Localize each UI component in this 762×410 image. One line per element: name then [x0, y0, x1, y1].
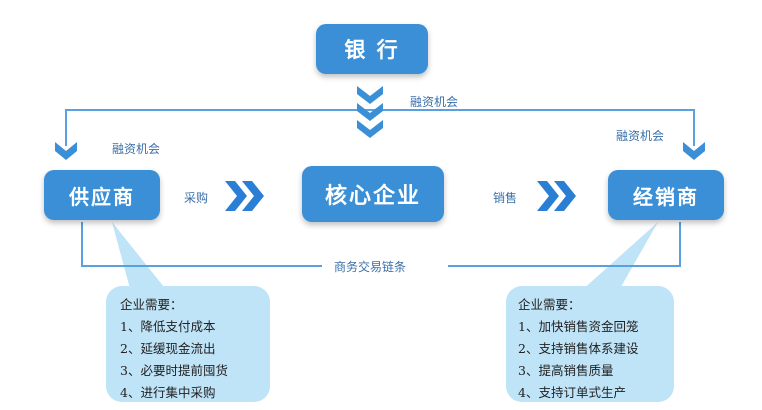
list-item: 2、延缓现金流出	[120, 341, 216, 356]
right-chevrons-purchase-icon	[225, 181, 264, 211]
purchase-label: 采购	[184, 191, 209, 205]
finance-label-center: 融资机会	[410, 95, 459, 109]
supplier-needs-bubble	[106, 286, 270, 402]
sales-label: 销售	[493, 191, 518, 205]
bank-node: 银 行	[316, 24, 428, 74]
list-item: 3、必要时提前囤货	[120, 363, 228, 378]
bank-label: 银 行	[344, 38, 400, 62]
trade-chain-line-right	[448, 222, 681, 267]
list-item: 1、加快销售资金回笼	[518, 319, 639, 334]
trade-chain-label: 商务交易链条	[334, 260, 407, 274]
supplier-needs-text: 企业需要： 1、降低支付成本 2、延缓现金流出 3、必要时提前囤货 4、进行集中…	[120, 294, 270, 404]
right-chevrons-sales-icon	[537, 181, 576, 211]
list-item: 3、提高销售质量	[518, 363, 614, 378]
dealer-needs-title: 企业需要：	[518, 297, 581, 312]
down-chevron-right-icon	[683, 142, 705, 160]
finance-label-left: 融资机会	[112, 142, 161, 156]
list-item: 4、进行集中采购	[120, 385, 216, 400]
down-chevron-left-icon	[55, 142, 77, 160]
finance-label-right: 融资机会	[616, 129, 665, 143]
dealer-node: 经销商	[608, 170, 724, 220]
supplier-label: 供应商	[69, 184, 135, 209]
dealer-needs-text: 企业需要： 1、加快销售资金回笼 2、支持销售体系建设 3、提高销售质量 4、支…	[518, 294, 674, 404]
dealer-label: 经销商	[633, 184, 699, 209]
dealer-needs-bubble	[506, 286, 674, 402]
core-enterprise-node: 核心企业	[302, 166, 444, 222]
right-bubble-tail	[580, 222, 658, 292]
left-bubble-tail	[112, 222, 168, 296]
supplier-node: 供应商	[44, 170, 160, 220]
core-enterprise-label: 核心企业	[324, 184, 421, 209]
trade-chain-line-left	[81, 222, 322, 267]
supplier-needs-title: 企业需要：	[120, 297, 183, 312]
list-item: 4、支持订单式生产	[518, 385, 626, 400]
list-item: 2、支持销售体系建设	[518, 341, 639, 356]
list-item: 1、降低支付成本	[120, 319, 216, 334]
down-chevrons-center-icon	[357, 86, 383, 138]
